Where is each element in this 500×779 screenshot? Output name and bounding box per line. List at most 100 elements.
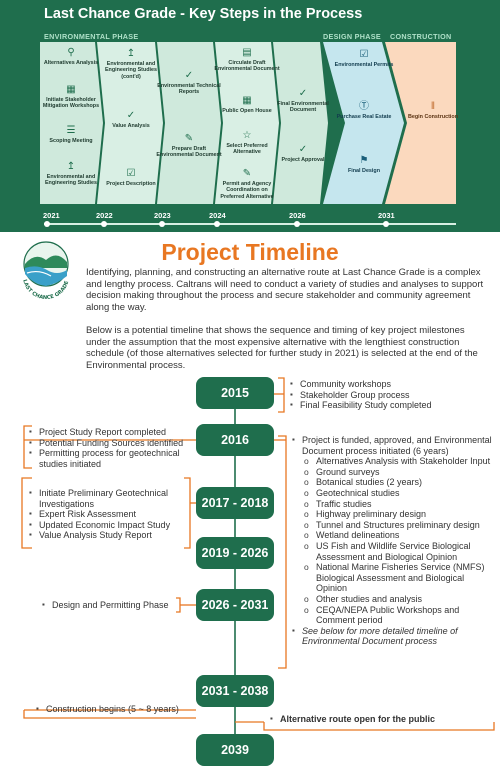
step-env-eng-studies: ↥ Environmental and Engineering Studies	[44, 161, 98, 187]
year-label: 2026	[289, 211, 306, 220]
bracket-2015	[278, 377, 285, 413]
list-item: Final Feasibility Study completed	[288, 400, 488, 411]
dollar-icon: Ⓣ	[359, 101, 369, 112]
list-item: Stakeholder Group process	[288, 390, 488, 401]
list-item: Alternatives Analysis with Stakeholder I…	[290, 456, 495, 467]
year-dot	[159, 220, 165, 227]
env-column-4	[215, 42, 279, 204]
list-2016-left: Project Study Report completed Potential…	[27, 427, 197, 469]
env-column-5	[273, 42, 328, 204]
clipboard-icon: ☰	[66, 125, 76, 136]
list-item: Initiate Preliminary Geotechnical Invest…	[27, 488, 187, 509]
list-item: Alternative route open for the public	[268, 714, 488, 725]
step-project-approval: ✓ Project Approval	[281, 144, 325, 163]
step-purchase-real-estate: Ⓣ Purchase Real Estate	[336, 101, 392, 120]
step-value-analysis: ✓ Value Analysis	[112, 110, 150, 129]
list-item: Project Study Report completed	[27, 427, 197, 438]
list-item: Botanical studies (2 years)	[290, 477, 495, 488]
pencil-doc-icon: ✎	[242, 168, 252, 179]
year-dot	[383, 220, 389, 227]
list-item: Other studies and analysis	[290, 594, 495, 605]
list-item: National Marine Fisheries Service (NMFS)…	[290, 562, 495, 594]
list-item: Tunnel and Structures preliminary design	[290, 520, 495, 531]
step-env-technical-reports: ✓ Environmental Technical Reports	[157, 70, 221, 96]
environmental-columns	[40, 42, 328, 204]
flag-icon: ⚑	[359, 155, 369, 166]
document-icon: ▤	[242, 47, 252, 58]
pencil-doc-icon: ✎	[184, 133, 194, 144]
step-public-open-house: ▦ Public Open House	[222, 95, 272, 114]
list-2031: Construction begins (5 ~ 8 years)	[34, 704, 194, 715]
line-chart-icon: ↥	[66, 161, 76, 172]
year-label: 2022	[96, 211, 113, 220]
env-column-2	[97, 42, 163, 204]
phase-arrows	[40, 42, 456, 204]
step-environmental-permits: ☑ Environmental Permits	[334, 49, 394, 68]
list-item: Geotechnical studies	[290, 488, 495, 499]
step-final-design: ⚑ Final Design	[347, 155, 381, 174]
intro-paragraph-2: Below is a potential timeline that shows…	[86, 325, 478, 371]
step-scoping-meeting: ☰ Scoping Meeting	[49, 125, 93, 144]
step-stakeholder-workshops: ▦ Initiate Stakeholder Mitigation Worksh…	[42, 84, 100, 110]
step-alternatives-analysis: ⚲ Alternatives Analysis	[43, 47, 99, 66]
env-column-1	[40, 42, 103, 204]
list-item: Wetland delineations	[290, 530, 495, 541]
road-icon: ‖	[430, 101, 436, 112]
step-select-preferred: ☆ Select Preferred Alternative	[226, 130, 268, 156]
bracket-2031	[23, 710, 196, 719]
checklist-icon: ☑	[126, 168, 136, 179]
year-label: 2031	[378, 211, 395, 220]
milestone-2017-2018: 2017 - 2018	[196, 487, 274, 519]
list-2017: Initiate Preliminary Geotechnical Invest…	[27, 488, 187, 541]
year-label: 2024	[209, 211, 226, 220]
list-item: Design and Permitting Phase	[40, 600, 180, 611]
environmental-phase-label: ENVIRONMENTAL PHASE	[44, 32, 139, 41]
list-item-note: See below for more detailed timeline of …	[290, 626, 495, 647]
list-item: Updated Economic Impact Study	[27, 520, 187, 531]
milestone-2039: 2039	[196, 734, 274, 766]
step-begin-construction: ‖ Begin Construction	[407, 101, 458, 120]
chat-bubbles-icon: ▦	[242, 95, 252, 106]
construction-arrow	[385, 42, 456, 204]
list-item: Community workshops	[288, 379, 488, 390]
year-dot	[214, 220, 220, 227]
step-env-eng-studies-contd: ↥ Environmental and Engineering Studies …	[104, 48, 158, 80]
year-label: 2021	[43, 211, 60, 220]
bracket-2016-right	[278, 435, 287, 669]
step-permit-coordination: ✎ Permit and Agency Coordination on Pref…	[220, 168, 274, 200]
list-item: CEQA/NEPA Public Workshops and Comment p…	[290, 605, 495, 626]
magnifier-icon: ⚲	[67, 47, 75, 58]
milestone-2026-2031: 2026 - 2031	[196, 589, 274, 621]
line-chart-icon: ↥	[126, 48, 136, 59]
year-axis-line	[44, 223, 456, 225]
step-final-env-doc: ✓ Final Environmental Document	[277, 88, 329, 114]
year-label: 2023	[154, 211, 171, 220]
list-2016-right: Project is funded, approved, and Environ…	[290, 435, 495, 647]
year-dot	[294, 220, 300, 227]
step-project-description: ☑ Project Description	[106, 168, 156, 187]
list-2026: Design and Permitting Phase	[40, 600, 180, 611]
bracket-2017	[21, 477, 32, 549]
step-prepare-draft-doc: ✎ Prepare Draft Environmental Document	[156, 133, 222, 159]
list-2015: Community workshops Stakeholder Group pr…	[288, 379, 488, 411]
list-item: Project is funded, approved, and Environ…	[290, 435, 495, 456]
list-item: Highway preliminary design	[290, 509, 495, 520]
design-phase-label: DESIGN PHASE	[323, 32, 381, 41]
bracket-2038	[263, 722, 495, 731]
list-item: Expert Risk Assessment	[27, 509, 187, 520]
check-circle-icon: ✓	[126, 110, 136, 121]
star-icon: ☆	[242, 130, 252, 141]
last-chance-grade-logo: LAST CHANCE GRADE	[17, 240, 75, 301]
check-circle-icon: ✓	[298, 144, 308, 155]
construction-phase-label: CONSTRUCTION	[390, 32, 452, 41]
list-2038: Alternative route open for the public	[268, 714, 488, 725]
env-column-3	[157, 42, 221, 204]
milestone-2015: 2015	[196, 377, 274, 409]
list-item: Value Analysis Study Report	[27, 530, 187, 541]
chat-bubbles-icon: ▦	[66, 84, 76, 95]
milestone-2016: 2016	[196, 424, 274, 456]
design-arrow	[323, 42, 404, 204]
list-item: Ground surveys	[290, 467, 495, 478]
list-item: US Fish and Wildlife Service Biological …	[290, 541, 495, 562]
year-dot	[101, 220, 107, 227]
